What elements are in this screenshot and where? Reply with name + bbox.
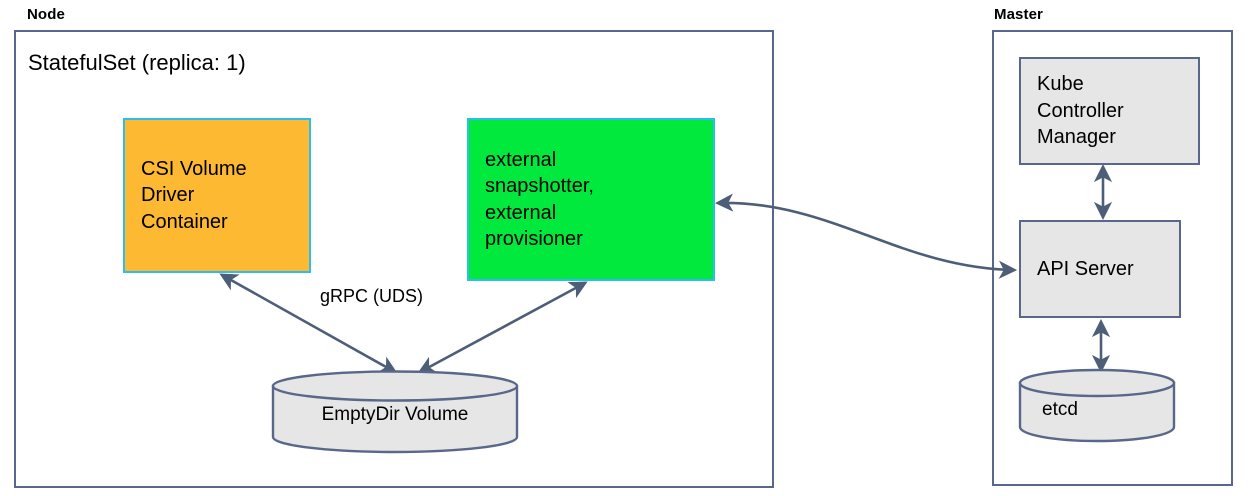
kube-controller-manager-box[interactable]: Kube Controller Manager [1019, 57, 1200, 165]
kube-controller-manager-label: Kube Controller Manager [1037, 73, 1124, 149]
etcd-label: etcd [1042, 399, 1078, 420]
csi-volume-driver-container-box[interactable]: CSI Volume Driver Container [123, 118, 311, 273]
external-sidecars-box[interactable]: external snapshotter, external provision… [467, 118, 715, 281]
master-zone-label: Master [994, 6, 1043, 23]
api-server-label: API Server [1037, 257, 1134, 280]
emptydir-volume-cylinder[interactable]: EmptyDir Volume [271, 370, 519, 454]
emptydir-volume-label: EmptyDir Volume [321, 404, 469, 425]
etcd-cylinder[interactable]: etcd [1018, 368, 1176, 443]
node-zone-label: Node [27, 6, 65, 23]
csi-volume-driver-container-label: CSI Volume Driver Container [141, 157, 247, 233]
grpc-uds-edge-label: gRPC (UDS) [320, 286, 424, 306]
external-sidecars-label: external snapshotter, external provision… [485, 148, 594, 250]
api-server-box[interactable]: API Server [1019, 220, 1181, 318]
statefulset-title: StatefulSet (replica: 1) [28, 50, 246, 75]
